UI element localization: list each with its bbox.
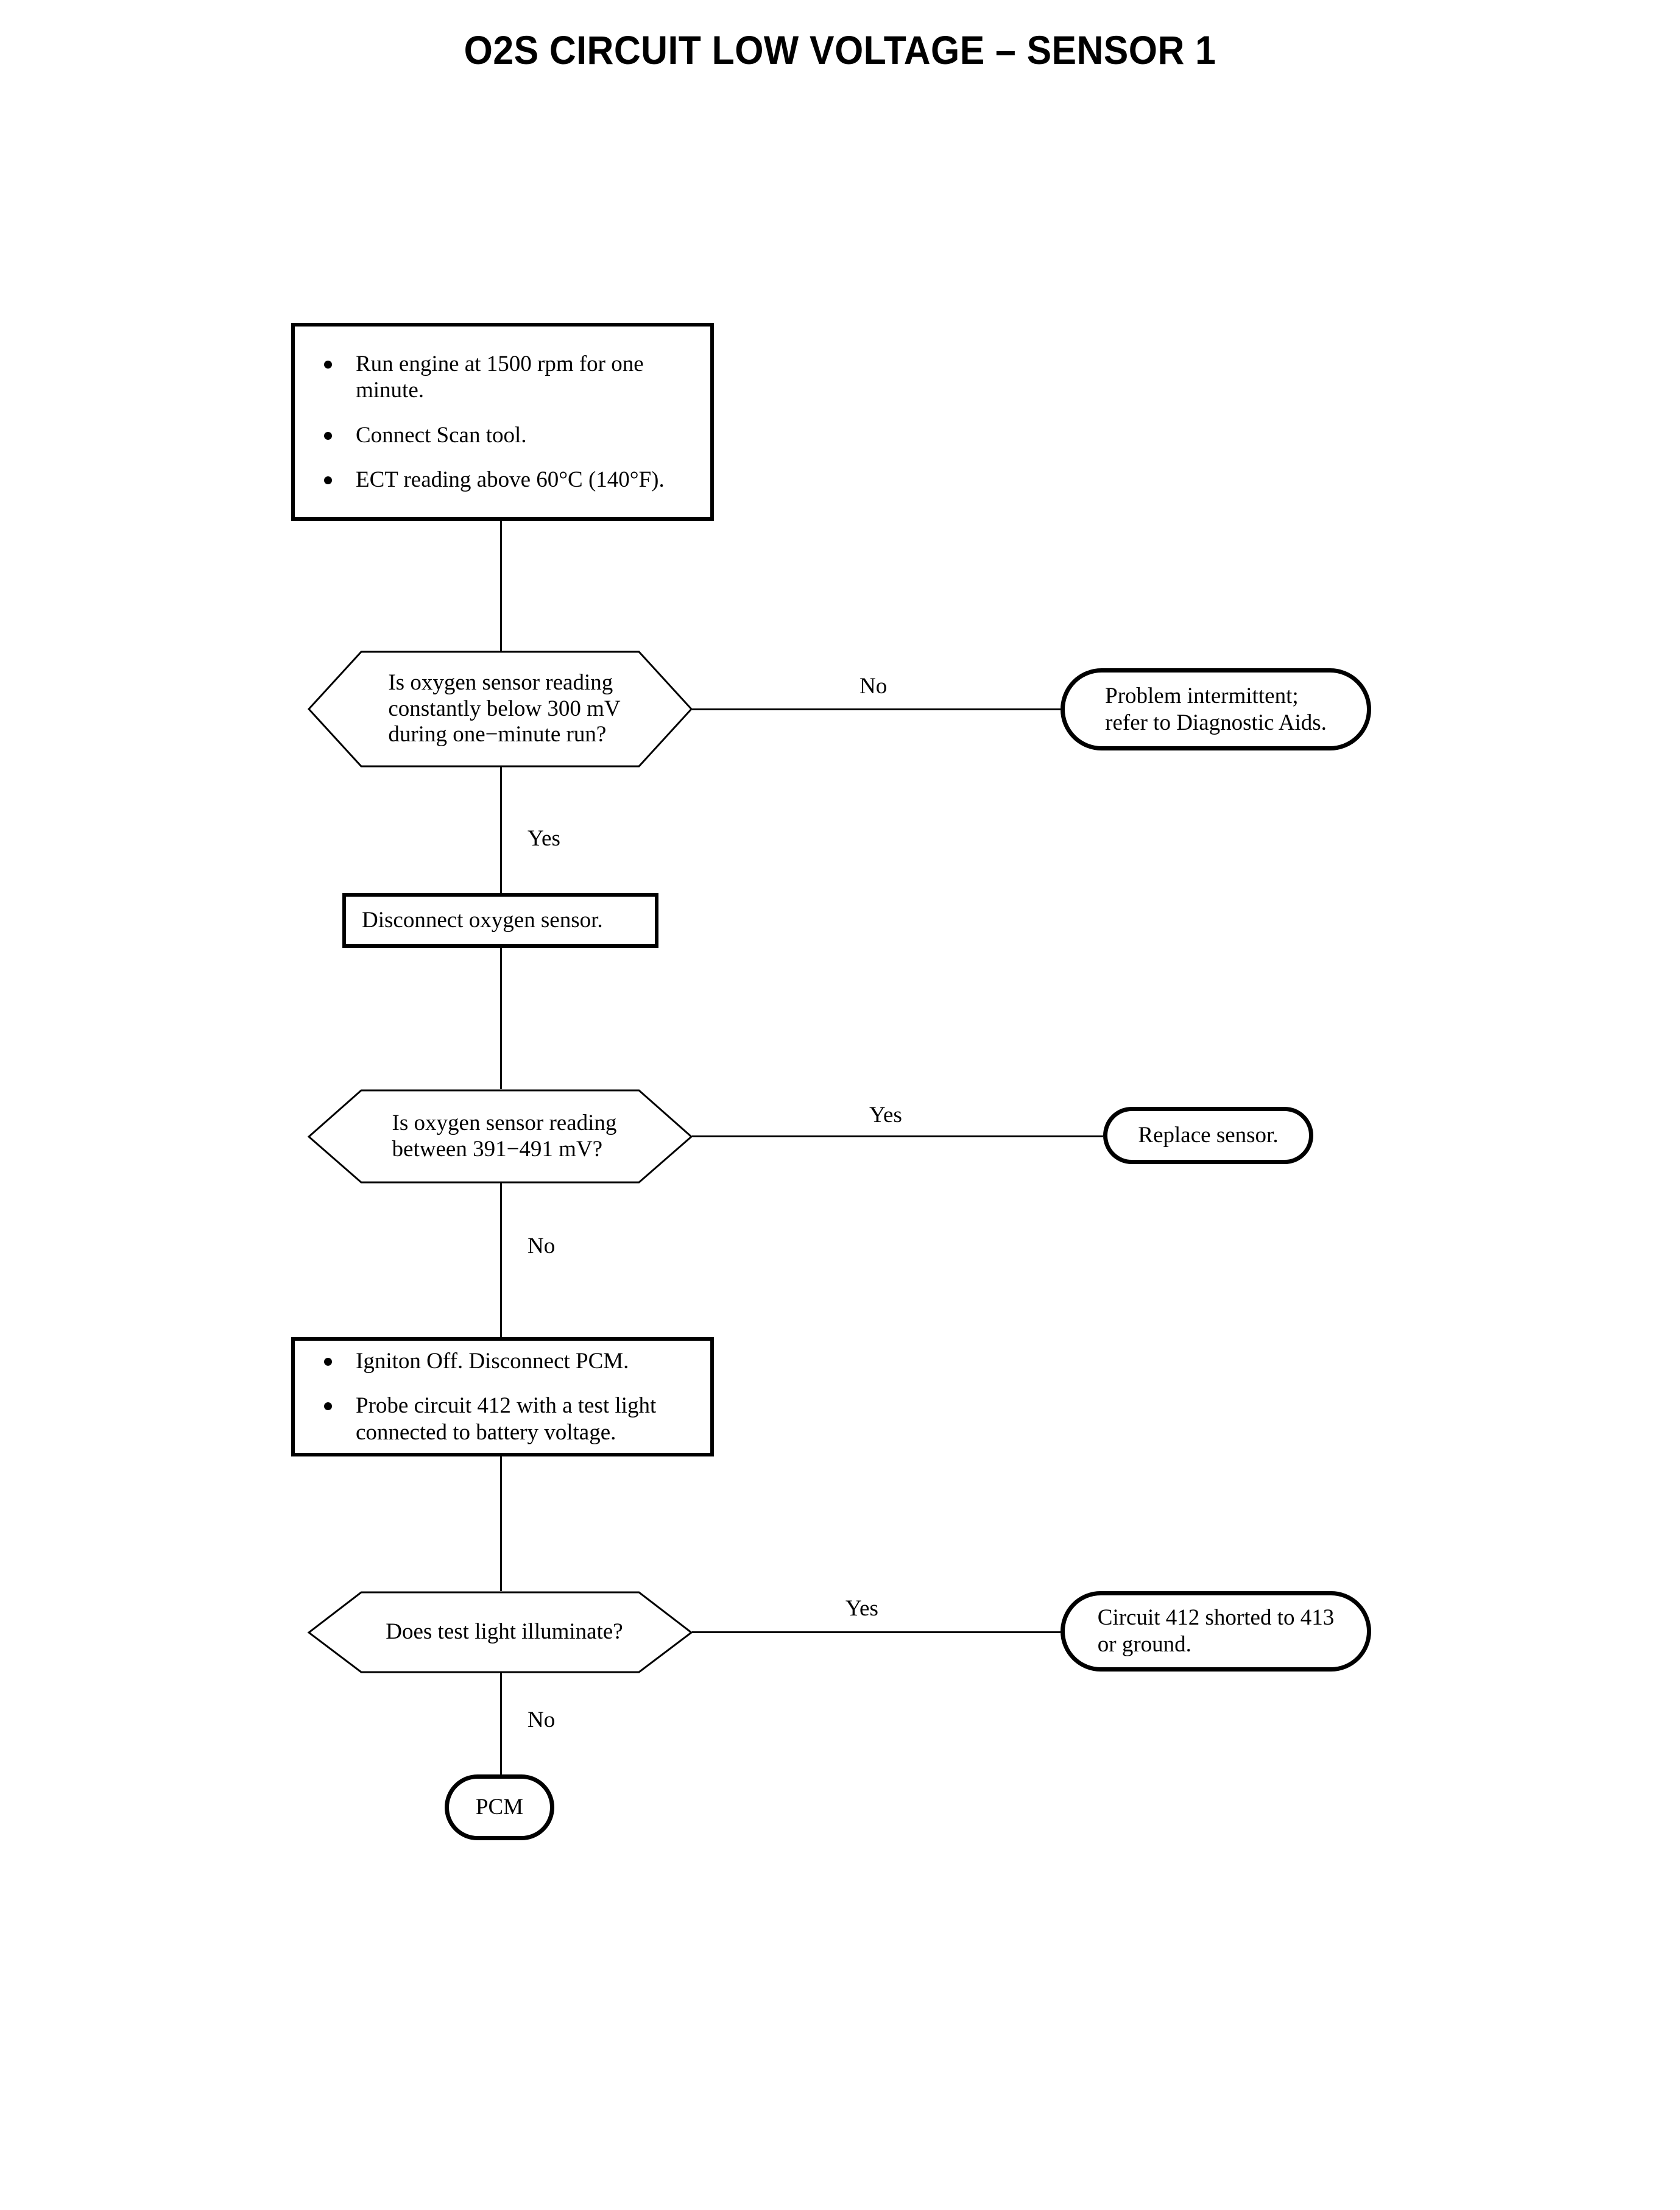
connector-decision3-yes — [692, 1631, 1061, 1633]
terminator-text: PCM — [472, 1794, 527, 1821]
edge-label-decision2-no: No — [528, 1234, 556, 1259]
list-item-label: Igniton Off. Disconnect PCM. — [356, 1349, 629, 1374]
edge-label-decision3-no: No — [528, 1707, 556, 1732]
edge-label-decision3-yes: Yes — [845, 1596, 878, 1621]
bullet-list-probe-steps: Igniton Off. Disconnect PCM. Probe circu… — [295, 1348, 710, 1446]
terminator-replace-sensor: Replace sensor. — [1103, 1107, 1313, 1164]
edge-label-decision2-yes: Yes — [869, 1103, 902, 1128]
bullet-icon — [324, 476, 332, 484]
list-item: Igniton Off. Disconnect PCM. — [322, 1348, 699, 1374]
hexagon-shape — [307, 651, 693, 768]
list-item: Probe circuit 412 with a test light conn… — [322, 1393, 699, 1446]
list-item: Run engine at 1500 rpm for one minute. — [322, 351, 699, 404]
terminator-line-2: refer to Diagnostic Aids. — [1105, 710, 1327, 735]
process-box-probe-circuit: Igniton Off. Disconnect PCM. Probe circu… — [291, 1337, 714, 1456]
bullet-icon — [324, 431, 332, 440]
connector-step1-to-decision1 — [500, 519, 502, 652]
terminator-circuit-shorted: Circuit 412 shorted to 413 or ground. — [1061, 1591, 1371, 1672]
list-item: ECT reading above 60°C (140°F). — [322, 467, 699, 493]
connector-decision2-yes — [692, 1135, 1103, 1137]
terminator-problem-intermittent: Problem intermittent; refer to Diagnosti… — [1061, 668, 1371, 750]
connector-decision1-to-step2 — [500, 766, 502, 893]
bullet-icon — [324, 1402, 332, 1411]
terminator-pcm: PCM — [445, 1774, 554, 1840]
terminator-line-1: Replace sensor. — [1138, 1123, 1279, 1148]
connector-decision1-no — [692, 708, 1061, 710]
bullet-list-initial-conditions: Run engine at 1500 rpm for one minute. C… — [295, 351, 710, 493]
hexagon-shape — [307, 1089, 693, 1184]
decision-test-light-illuminate: Does test light illuminate? — [307, 1591, 693, 1673]
connector-step2-to-decision2 — [500, 947, 502, 1089]
list-item-label: Connect Scan tool. — [356, 422, 527, 448]
process-box-initial-conditions: Run engine at 1500 rpm for one minute. C… — [291, 323, 714, 521]
decision-oxygen-below-300mv: Is oxygen sensor reading constantly belo… — [307, 651, 693, 768]
decision-oxygen-between-391-491mv: Is oxygen sensor reading between 391−491… — [307, 1089, 693, 1184]
bullet-icon — [324, 360, 332, 369]
process-text: Disconnect oxygen sensor. — [362, 908, 603, 933]
page-title: O2S CIRCUIT LOW VOLTAGE – SENSOR 1 — [464, 27, 1216, 72]
terminator-text: Problem intermittent; refer to Diagnosti… — [1101, 683, 1330, 736]
terminator-line-1: Problem intermittent; — [1105, 683, 1299, 708]
process-box-disconnect-sensor: Disconnect oxygen sensor. — [342, 893, 658, 948]
bullet-icon — [324, 1358, 332, 1366]
hexagon-shape — [307, 1591, 693, 1673]
terminator-line-2: or ground. — [1097, 1632, 1191, 1657]
list-item-label: Run engine at 1500 rpm for one minute. — [356, 351, 644, 403]
list-item: Connect Scan tool. — [322, 422, 699, 448]
connector-step3-to-decision3 — [500, 1455, 502, 1591]
terminator-text: Replace sensor. — [1134, 1122, 1282, 1149]
edge-label-decision1-no: No — [859, 674, 888, 699]
connector-decision3-to-pcm — [500, 1672, 502, 1778]
edge-label-decision1-yes: Yes — [528, 826, 560, 851]
terminator-text: Circuit 412 shorted to 413 or ground. — [1094, 1605, 1338, 1658]
terminator-line-1: Circuit 412 shorted to 413 — [1097, 1605, 1335, 1631]
list-item-label: ECT reading above 60°C (140°F). — [356, 467, 665, 492]
connector-decision2-to-step3 — [500, 1182, 502, 1338]
list-item-label: Probe circuit 412 with a test light conn… — [356, 1393, 657, 1445]
terminator-line-1: PCM — [475, 1795, 524, 1820]
